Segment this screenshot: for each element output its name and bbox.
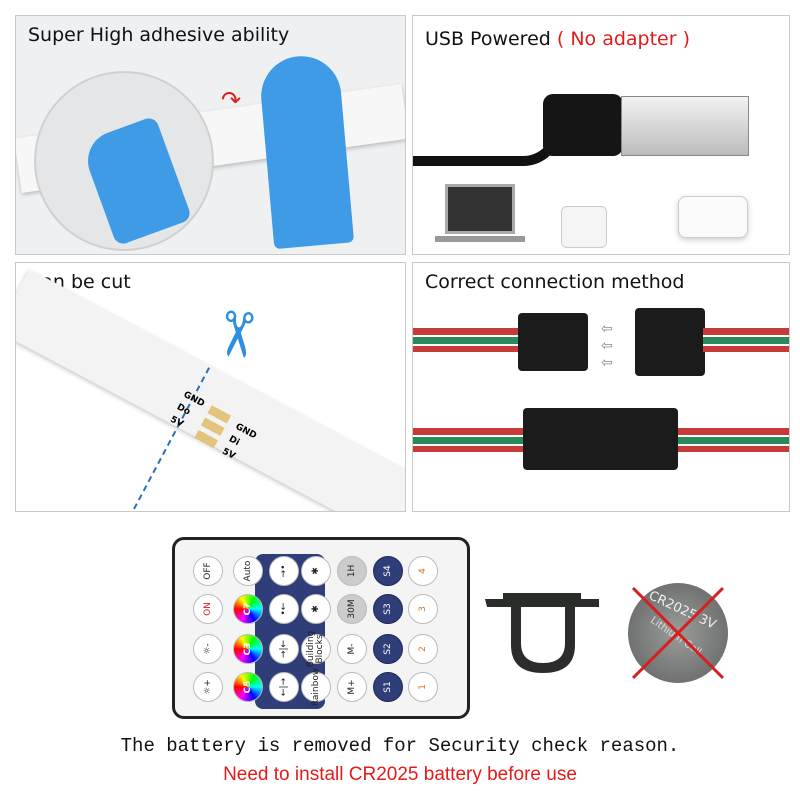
panel-title: Super High adhesive ability: [28, 24, 290, 46]
install-battery-note: Need to install CR2025 battery before us…: [223, 764, 577, 785]
remote-button[interactable]: →•: [269, 556, 299, 586]
no-adapter-note: ( No adapter ): [556, 28, 691, 50]
cr2025-battery: CR2025 3V Lithium Cell: [628, 583, 728, 683]
usb-connector: [621, 96, 749, 156]
usb-panel: USB Powered ( No adapter ): [412, 15, 790, 255]
remote-button[interactable]: ✱: [301, 594, 331, 624]
remote-button[interactable]: ☼-: [193, 634, 223, 664]
laptop-icon: [435, 184, 525, 242]
remote-button[interactable]: M-: [337, 634, 367, 664]
remote-button[interactable]: →|←: [269, 634, 299, 664]
usb-title: USB Powered: [425, 28, 551, 50]
tape-peel-large: [257, 52, 355, 250]
remote-button[interactable]: M+: [337, 672, 367, 702]
usb-cable: [413, 106, 563, 166]
remote-button[interactable]: 3: [408, 594, 438, 624]
remote-button[interactable]: C3: [233, 634, 263, 664]
remote-button[interactable]: Rainbow: [301, 668, 331, 706]
cut-panel: Can be cut ✂ GND Do 5V GND Di 5V: [15, 262, 406, 512]
remote-button[interactable]: S1: [373, 672, 403, 702]
remote-button[interactable]: S2: [373, 634, 403, 664]
remote-button[interactable]: C7: [233, 594, 263, 624]
scissors-icon: ✂: [198, 305, 276, 364]
connection-panel: Correct connection method ⇦⇦⇦: [412, 262, 790, 512]
connector-male: [518, 313, 588, 371]
security-note: The battery is removed for Security chec…: [120, 735, 680, 757]
remote-button[interactable]: Auto: [233, 556, 263, 586]
remote-button[interactable]: ←|→: [269, 672, 299, 702]
remote-button[interactable]: C5: [233, 672, 263, 702]
remote-button[interactable]: 2: [408, 634, 438, 664]
remote-button[interactable]: Building Blocks: [301, 631, 331, 667]
connector-female: [635, 308, 705, 376]
remote-button[interactable]: 1: [408, 672, 438, 702]
power-bank-icon: [678, 196, 748, 238]
wires-top-right: [703, 328, 789, 352]
arrow-icon: ↷: [221, 86, 242, 114]
usb-plug-body: [543, 94, 623, 156]
connected-plug: [523, 408, 678, 470]
remote-button[interactable]: ON: [193, 594, 223, 624]
remote-button[interactable]: S3: [373, 594, 403, 624]
panel-title: USB Powered ( No adapter ): [425, 28, 690, 50]
panel-title: Correct connection method: [425, 271, 685, 293]
remote-button[interactable]: ☼+: [193, 672, 223, 702]
remote-button[interactable]: •←: [269, 594, 299, 624]
remote-button[interactable]: 30M: [337, 594, 367, 624]
remote-button[interactable]: S4: [373, 556, 403, 586]
cross-out-icon: [631, 586, 725, 680]
mounting-clip: [485, 593, 599, 673]
remote-button[interactable]: ✱: [301, 556, 331, 586]
insert-arrows: ⇦⇦⇦: [601, 321, 613, 371]
remote-button[interactable]: OFF: [193, 556, 223, 586]
remote-button[interactable]: 4: [408, 556, 438, 586]
charger-icon: [561, 206, 607, 248]
adhesive-panel: ↷ Super High adhesive ability: [15, 15, 406, 255]
remote-button[interactable]: 1H: [337, 556, 367, 586]
